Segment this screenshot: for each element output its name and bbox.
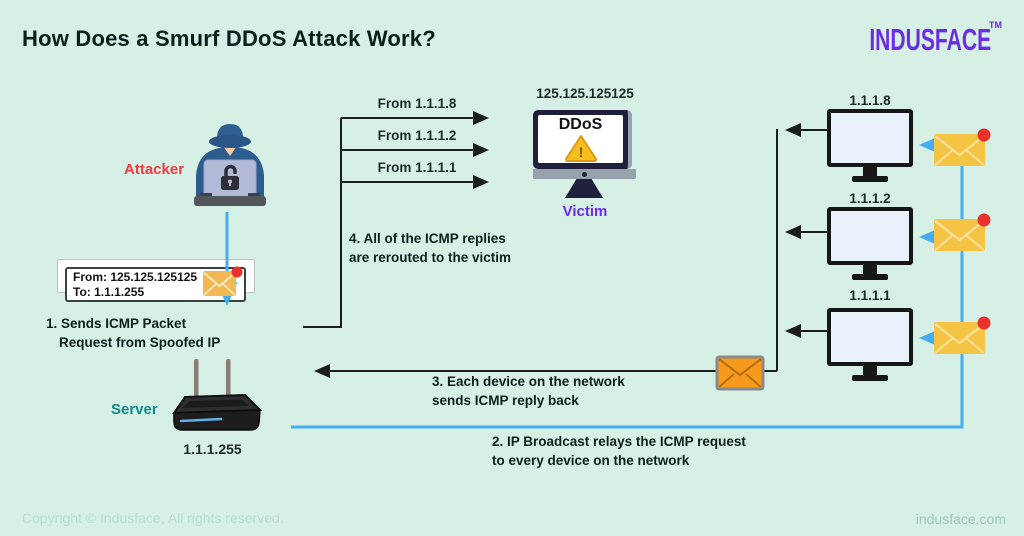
packet-to: To: 1.1.1.255 xyxy=(73,284,145,299)
device1-ip-label: 1.1.1.8 xyxy=(849,93,891,108)
step4-caption: 4. All of the ICMP replies are rerouted … xyxy=(349,231,512,265)
from-arrow-label-3: From 1.1.1.1 xyxy=(377,160,457,175)
victim-monitor-icon: DDoS ! xyxy=(533,110,632,169)
victim-label: Victim xyxy=(562,203,608,220)
brand-wordmark: INDUSFACE xyxy=(869,22,991,57)
page-title: How Does a Smurf DDoS Attack Work? xyxy=(22,26,436,51)
server-ip-label: 1.1.1.255 xyxy=(183,441,242,457)
from-arrow-label-2: From 1.1.1.2 xyxy=(377,128,457,143)
trademark-symbol: TM xyxy=(989,20,1002,30)
device1-monitor-stand xyxy=(863,167,877,176)
broadcast-envelope-icon-1 xyxy=(934,128,991,166)
victim-monitor-button xyxy=(582,172,587,177)
brand-logo: INDUSFACETM xyxy=(812,20,1004,58)
victim-monitor-stand xyxy=(565,179,603,198)
warning-icon: ! xyxy=(564,135,597,162)
device2-monitor-base xyxy=(852,274,888,280)
device3-monitor-stand xyxy=(863,366,877,375)
device3-ip-label: 1.1.1.1 xyxy=(849,288,891,303)
server-label: Server xyxy=(111,401,158,418)
ddos-text: DDoS xyxy=(558,116,603,133)
step3-caption: 3. Each device on the network sends ICMP… xyxy=(432,374,625,408)
packet-text: From: 125.125.125125 To: 1.1.1.255 xyxy=(73,270,197,299)
step2-caption: 2. IP Broadcast relays the ICMP request … xyxy=(492,434,746,468)
victim-monitor-screen: DDoS ! xyxy=(538,115,623,163)
router-icon xyxy=(172,359,263,431)
hacker-icon xyxy=(194,124,266,206)
from-arrow-label-1: From 1.1.1.8 xyxy=(377,96,457,111)
broadcast-envelope-icon-2 xyxy=(934,213,991,251)
victim-ip-label: 125.125.125125 xyxy=(536,86,634,101)
reply-envelope-icon xyxy=(715,355,765,391)
broadcast-envelope-icon-3 xyxy=(934,316,991,354)
packet-from: From: 125.125.125125 xyxy=(73,270,198,284)
attacker-label: Attacker xyxy=(124,161,185,178)
device1-monitor-icon xyxy=(827,109,913,167)
device2-monitor-icon xyxy=(827,207,913,265)
svg-text:!: ! xyxy=(578,144,583,160)
device1-monitor-base xyxy=(852,176,888,182)
device2-monitor-stand xyxy=(863,265,877,274)
footer-copyright: Copyright © Indusface, All rights reserv… xyxy=(22,510,284,526)
server-to-victim-trunk-line xyxy=(303,118,342,328)
spoofed-packet-envelope-icon xyxy=(203,266,243,296)
victim-monitor-bezel xyxy=(533,169,636,179)
device2-ip-label: 1.1.1.2 xyxy=(849,191,891,206)
device3-monitor-icon xyxy=(827,308,913,366)
step1-caption: 1. Sends ICMP Packet Request from Spoofe… xyxy=(46,316,221,350)
device3-monitor-base xyxy=(852,375,888,381)
footer-website: indusface.com xyxy=(915,511,1006,527)
